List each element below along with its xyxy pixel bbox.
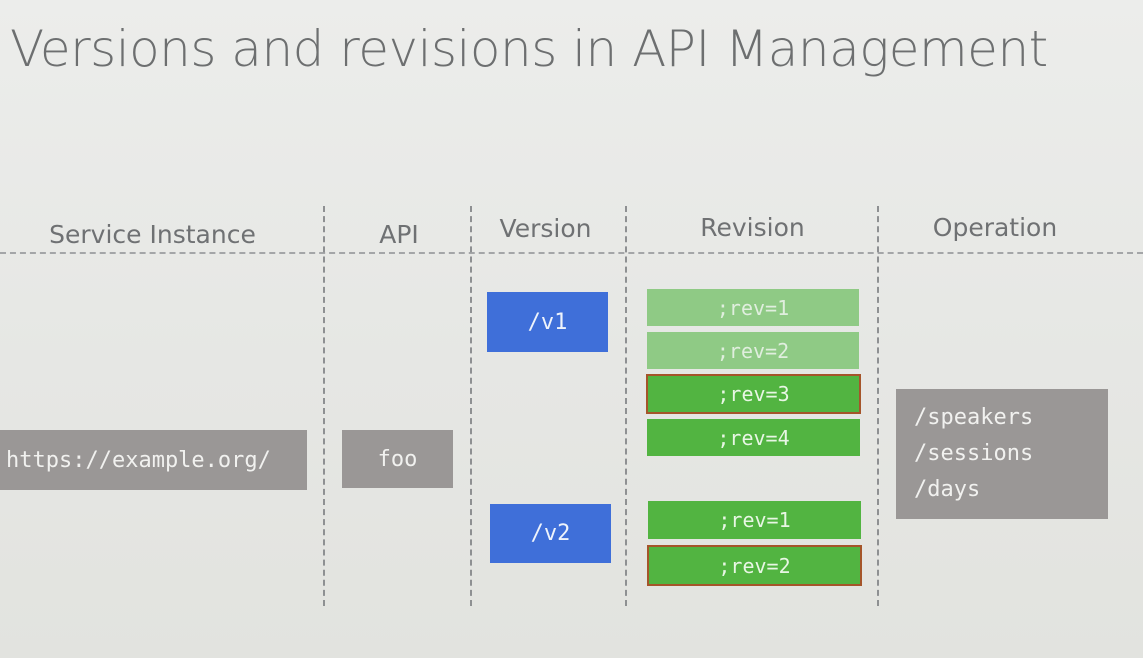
column-divider-4: [877, 206, 879, 606]
operation-sessions: /sessions: [914, 441, 1034, 466]
revision-v1-rev3-current: ;rev=3: [646, 374, 861, 414]
header-revision: Revision: [700, 213, 805, 242]
version-v1-label: /v1: [527, 309, 568, 335]
header-divider: [0, 252, 1143, 254]
api-box: foo: [342, 430, 453, 488]
slide-title: Versions and revisions in API Management: [10, 20, 1048, 78]
header-version: Version: [499, 214, 592, 243]
operations-box: /speakers /sessions /days: [896, 389, 1108, 519]
header-api: API: [379, 220, 419, 249]
version-v2-box: /v2: [490, 504, 611, 563]
revision-label: ;rev=2: [718, 553, 791, 578]
revision-label: ;rev=3: [717, 382, 790, 406]
revision-label: ;rev=4: [717, 425, 790, 450]
version-v2-label: /v2: [530, 521, 571, 546]
revision-v1-rev1: ;rev=1: [647, 289, 859, 326]
revision-v1-rev4: ;rev=4: [647, 419, 860, 456]
revision-v2-rev1: ;rev=1: [648, 501, 861, 539]
version-v1-box: /v1: [487, 292, 608, 352]
revision-label: ;rev=1: [718, 508, 791, 532]
service-instance-url: https://example.org/: [6, 447, 271, 473]
column-divider-2: [470, 206, 472, 606]
header-service-instance: Service Instance: [49, 220, 256, 249]
operation-speakers: /speakers: [914, 405, 1034, 430]
revision-v1-rev2: ;rev=2: [647, 332, 859, 369]
revision-v2-rev2-current: ;rev=2: [647, 545, 862, 586]
header-operation: Operation: [932, 213, 1058, 242]
api-name: foo: [377, 446, 418, 472]
column-divider-3: [625, 206, 627, 606]
revision-label: ;rev=1: [716, 295, 790, 320]
operation-days: /days: [914, 477, 981, 502]
revision-label: ;rev=2: [716, 338, 790, 363]
service-instance-box: https://example.org/: [0, 430, 307, 490]
column-divider-1: [323, 206, 325, 606]
